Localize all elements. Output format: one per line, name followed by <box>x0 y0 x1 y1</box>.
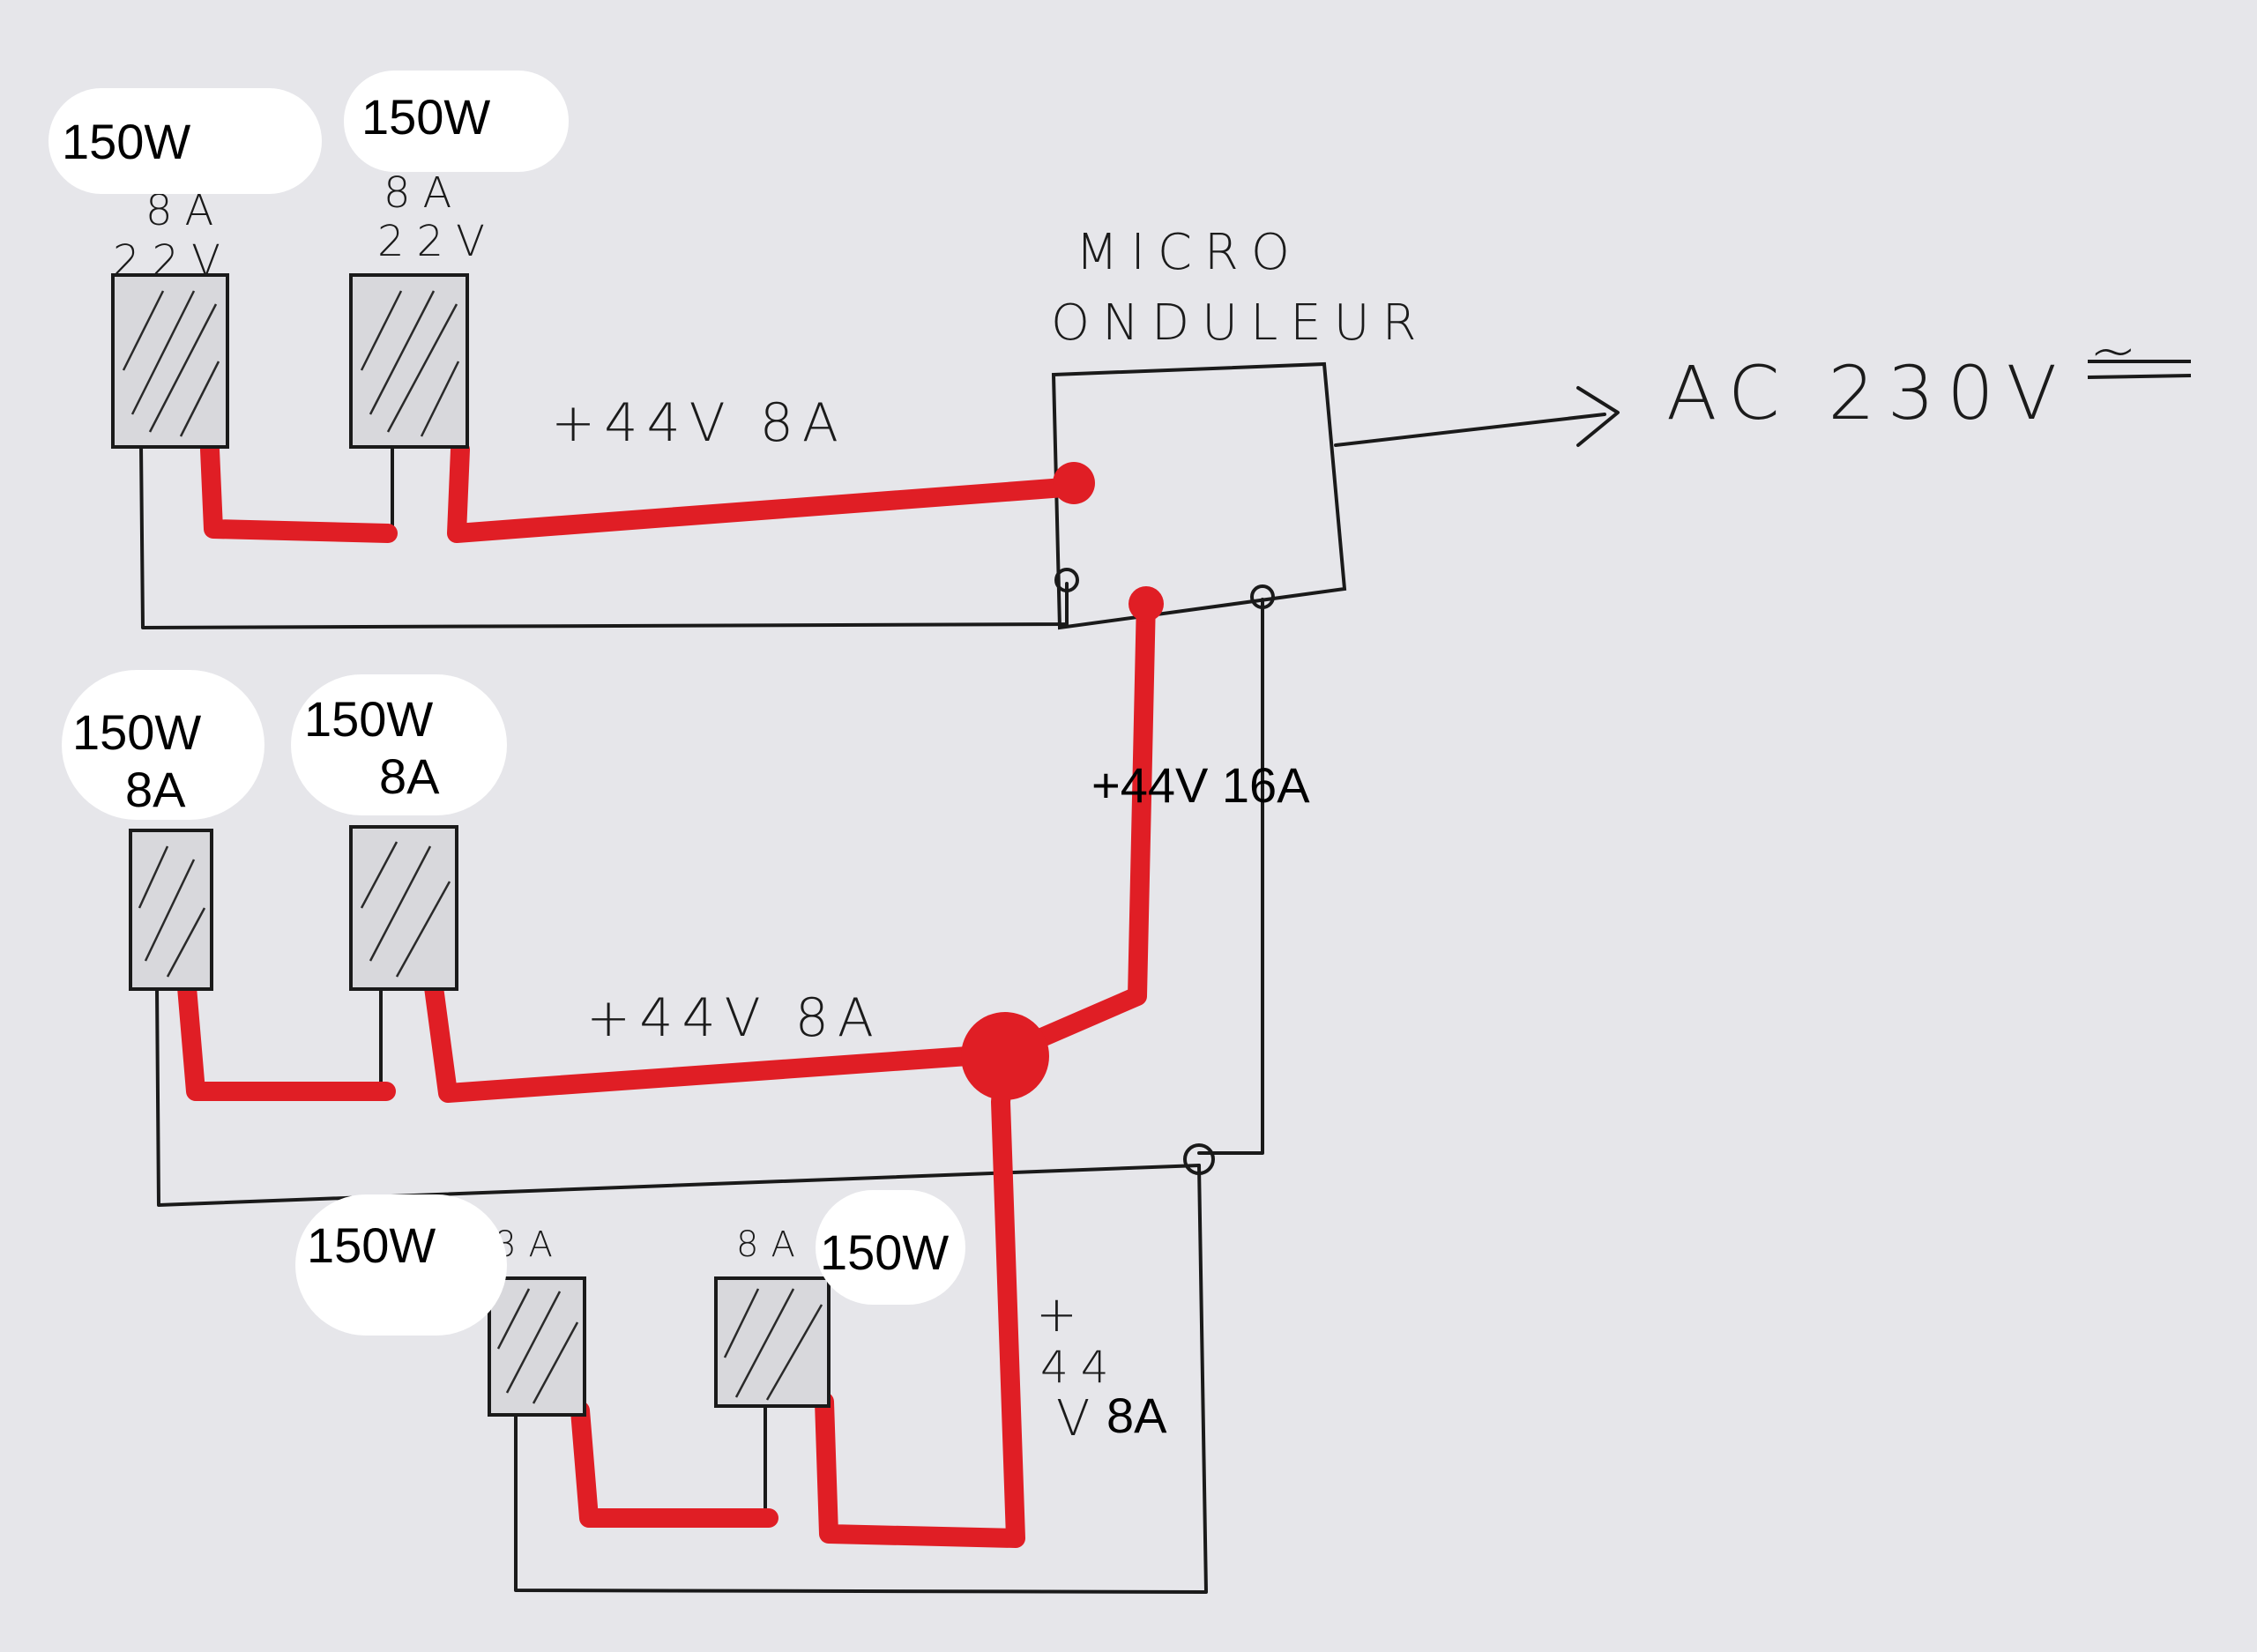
panel-hatching <box>496 1288 579 1404</box>
solar-panel-row3-left <box>488 1276 586 1417</box>
row2-negative-wire <box>155 986 1201 1207</box>
trunk-terminal <box>1128 586 1164 621</box>
panel-voltage-label: 22V <box>113 236 233 286</box>
panel-current-label: 8A <box>145 186 226 235</box>
panel-power-label: 150W <box>361 89 490 145</box>
solar-panel-row3-right <box>714 1276 831 1408</box>
row1-right-panel-label: 8A 22V 150W <box>344 71 569 266</box>
row3-wire-current: 8A <box>1106 1388 1167 1443</box>
row1-negative-wire <box>139 443 1069 629</box>
inverter-negative-terminal-1 <box>1054 568 1079 592</box>
panel-hatching <box>138 845 206 978</box>
power-label-bubble <box>344 71 569 172</box>
row3-positive-wire <box>570 1401 778 1528</box>
row3-wire-unit: V <box>1056 1390 1102 1447</box>
panel-hatching <box>122 290 220 437</box>
inverter-negative-trunk <box>1197 598 1264 1155</box>
power-label-bubble <box>291 674 507 815</box>
ac-output-label: AC 230V <box>1666 350 2069 436</box>
trunk-wire-label: +44V 16A <box>1091 757 1310 813</box>
trunk-positive-wire <box>995 590 1156 1063</box>
panel-power-label: 150W <box>820 1224 949 1280</box>
panel-body <box>714 1276 831 1408</box>
panel-body <box>349 273 469 449</box>
panel-power-label: 150W <box>62 114 190 169</box>
panel-current-label: 8A <box>125 762 186 817</box>
row1-wire-label: +44V 8A <box>551 392 847 454</box>
panel-voltage-label: 22V <box>377 217 497 266</box>
panel-hatching <box>360 290 460 437</box>
panel-power-label: 150W <box>304 691 433 747</box>
inverter-box <box>1051 361 1347 630</box>
row2-positive-feed <box>424 978 1015 1103</box>
row3-negative-wire <box>514 1164 1208 1594</box>
power-label-bubble <box>48 88 322 194</box>
row1-positive-feed <box>447 440 1085 543</box>
power-label-bubble <box>62 670 264 820</box>
panel-body <box>488 1276 586 1417</box>
row3-right-panel-label: 8A 150W <box>736 1190 965 1305</box>
solar-panel-row2-right <box>349 825 458 991</box>
solar-panel-row2-left <box>129 829 213 991</box>
panel-hatching <box>723 1288 823 1401</box>
row1-positive-wire <box>200 440 398 543</box>
negative-wiring <box>139 443 1264 1594</box>
row2-junction-terminal <box>1183 1143 1215 1175</box>
row2-positive-junction <box>961 1012 1049 1100</box>
row2-right-panel-label: 150W 8A <box>291 674 507 815</box>
panel-current-label: 8A <box>379 748 440 804</box>
ac-output-arrow <box>1334 386 1620 447</box>
panel-hatching <box>360 841 451 978</box>
solar-panel-row1-left <box>111 273 229 449</box>
micro-inverter: MICRO ONDULEUR AC 230V ~ <box>1051 224 2192 1175</box>
power-label-bubble <box>816 1190 965 1305</box>
inverter-label-line2: ONDULEUR <box>1051 294 1429 352</box>
panel-power-label: 150W <box>72 704 201 760</box>
panel-body <box>111 273 229 449</box>
row3-wire-plus: + <box>1036 1286 1090 1343</box>
panel-current-label: 8A <box>736 1224 808 1265</box>
inverter-positive-terminal <box>1053 462 1095 504</box>
row2-wire-label: +44V 8A <box>586 987 883 1049</box>
row2-positive-wire <box>177 978 396 1101</box>
solar-panel-row1-right <box>349 273 469 449</box>
power-label-bubble <box>295 1194 507 1336</box>
row1-left-panel-label: 8A 22V 150W <box>48 88 322 286</box>
inverter-label-line1: MICRO <box>1076 224 1302 281</box>
panel-current-label: 8A <box>384 168 464 218</box>
row3-left-panel-label: 8A 150W <box>295 1194 553 1336</box>
ac-output-symbol: ~ <box>2089 319 2149 384</box>
ac-symbol-underline-2 <box>2087 374 2192 379</box>
positive-wiring <box>177 440 1164 1548</box>
row3-wire-voltage: 44 <box>1040 1342 1121 1393</box>
row2-left-panel-label: 150W 8A <box>62 670 264 820</box>
inverter-negative-terminal-2 <box>1250 584 1275 609</box>
panel-power-label: 150W <box>307 1217 436 1273</box>
